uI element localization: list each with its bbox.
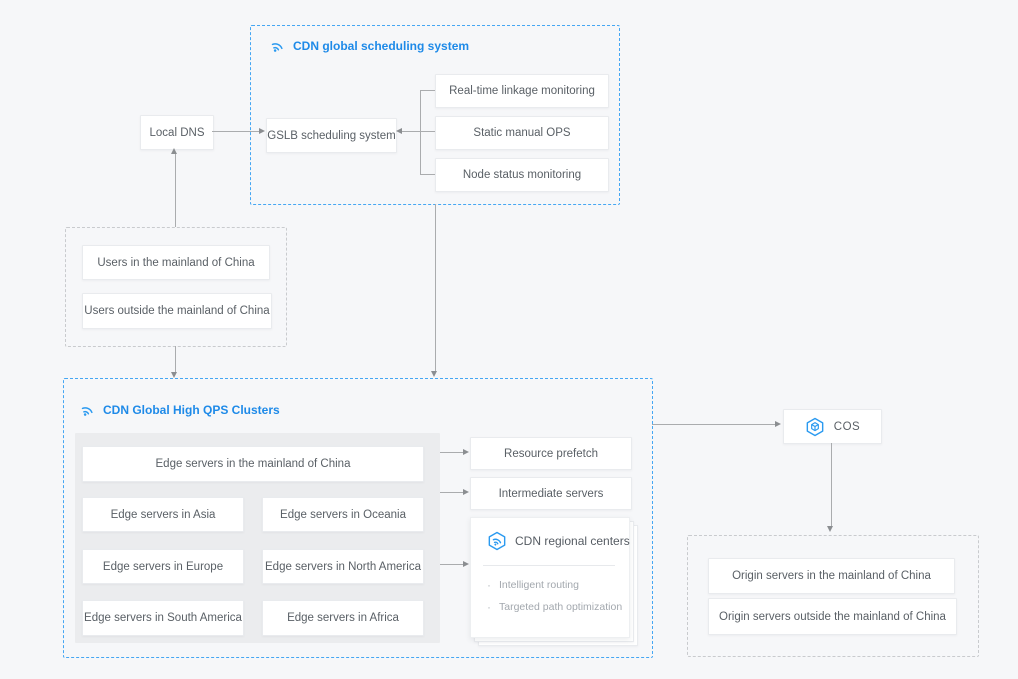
panel-to-intermediate-arrowhead [463, 489, 469, 495]
edge-servers-europe-node: Edge servers in Europe [82, 549, 244, 584]
edge-europe-label: Edge servers in Europe [102, 560, 224, 573]
users-to-dns-arrowhead [171, 148, 177, 154]
intermediate-servers-node: Intermediate servers [470, 477, 632, 510]
panel-to-regional-arrowhead [463, 561, 469, 567]
scheduling-group-title: CDN global scheduling system [270, 38, 469, 53]
regional-centers-title: CDN regional centers [487, 531, 630, 551]
edge-servers-south-america-node: Edge servers in South America [82, 600, 244, 636]
resource-prefetch-label: Resource prefetch [504, 447, 598, 460]
cos-to-origins-line [831, 443, 832, 526]
users-outside-china-label: Users outside the mainland of China [84, 305, 270, 317]
scheduling-group-title-label: CDN global scheduling system [293, 38, 470, 53]
regional-centers-title-label: CDN regional centers [515, 534, 630, 548]
panel-to-regional-line [440, 564, 463, 565]
clusters-to-cos-arrowhead [775, 421, 781, 427]
realtime-linkage-monitoring-node: Real-time linkage monitoring [435, 74, 609, 108]
cos-to-origins-arrowhead [827, 526, 833, 532]
hexagon-cdn-icon [487, 531, 507, 551]
gslb-scheduling-system-node: GSLB scheduling system [266, 118, 397, 153]
origins-group [687, 535, 979, 657]
monitor-branch-bottom [420, 174, 435, 175]
scheduling-to-clusters-line [435, 204, 436, 371]
monitors-to-gslb-arrowhead [396, 128, 402, 134]
edge-servers-africa-node: Edge servers in Africa [262, 600, 424, 636]
edge-main-label: Edge servers in the mainland of China [155, 458, 351, 470]
users-in-china-node: Users in the mainland of China [82, 245, 270, 280]
dns-to-gslb-arrowhead [259, 128, 265, 134]
intelligent-routing-label: Intelligent routing [499, 579, 579, 591]
static-ops-label: Static manual OPS [473, 127, 571, 139]
edge-servers-mainland-china-node: Edge servers in the mainland of China [82, 446, 424, 482]
qps-clusters-title: CDN Global High QPS Clusters [80, 402, 280, 417]
cos-label: COS [833, 420, 861, 433]
panel-to-prefetch-line [440, 452, 463, 453]
local-dns-node: Local DNS [140, 115, 214, 150]
cos-bucket-icon [805, 417, 825, 437]
monitor-branch-top [420, 90, 435, 91]
qps-clusters-title-label: CDN Global High QPS Clusters [103, 402, 280, 417]
regional-centers-divider [483, 565, 615, 566]
regional-centers-card: CDN regional centers · Intelligent routi… [470, 517, 630, 638]
users-group [65, 227, 287, 347]
feature-targeted-path: · Targeted path optimization [487, 601, 622, 613]
users-to-clusters-arrowhead [171, 372, 177, 378]
monitors-to-gslb-line [402, 131, 435, 132]
node-status-monitoring-node: Node status monitoring [435, 158, 609, 192]
edge-servers-north-america-node: Edge servers in North America [262, 549, 424, 584]
qps-clusters-group [63, 378, 653, 658]
cos-node: COS [783, 409, 882, 444]
node-status-label: Node status monitoring [462, 169, 582, 181]
edge-oceania-label: Edge servers in Oceania [280, 508, 406, 521]
panel-to-prefetch-arrowhead [463, 449, 469, 455]
feature-intelligent-routing: · Intelligent routing [487, 579, 579, 591]
users-to-clusters-line [175, 346, 176, 372]
edge-africa-label: Edge servers in Africa [287, 612, 399, 624]
edge-north-america-label: Edge servers in North America [265, 560, 421, 573]
cdn-waves-icon [80, 402, 95, 417]
monitor-branch-vline [420, 90, 421, 175]
gslb-label: GSLB scheduling system [267, 129, 396, 142]
static-manual-ops-node: Static manual OPS [435, 116, 609, 150]
panel-to-intermediate-line [440, 492, 463, 493]
origin-in-china-label: Origin servers in the mainland of China [732, 570, 931, 582]
origin-outside-china-label: Origin servers outside the mainland of C… [719, 610, 946, 623]
scheduling-to-clusters-arrowhead [431, 371, 437, 377]
clusters-to-cos-line [652, 424, 775, 425]
edge-servers-oceania-node: Edge servers in Oceania [262, 497, 424, 532]
cdn-waves-icon [270, 38, 285, 53]
resource-prefetch-node: Resource prefetch [470, 437, 632, 470]
users-to-dns-line [175, 154, 176, 227]
local-dns-label: Local DNS [149, 126, 205, 139]
edge-asia-label: Edge servers in Asia [110, 508, 216, 521]
users-outside-china-node: Users outside the mainland of China [82, 293, 272, 329]
intermediate-servers-label: Intermediate servers [498, 487, 604, 500]
realtime-monitoring-label: Real-time linkage monitoring [449, 85, 595, 97]
edge-south-america-label: Edge servers in South America [84, 612, 242, 624]
dns-to-gslb-line [212, 131, 259, 132]
edge-servers-asia-node: Edge servers in Asia [82, 497, 244, 532]
bullet-dot: · [487, 600, 491, 614]
origin-outside-china-node: Origin servers outside the mainland of C… [708, 598, 957, 635]
users-in-china-label: Users in the mainland of China [97, 256, 255, 269]
targeted-path-label: Targeted path optimization [499, 601, 623, 613]
bullet-dot: · [487, 578, 491, 592]
origin-in-china-node: Origin servers in the mainland of China [708, 558, 955, 594]
